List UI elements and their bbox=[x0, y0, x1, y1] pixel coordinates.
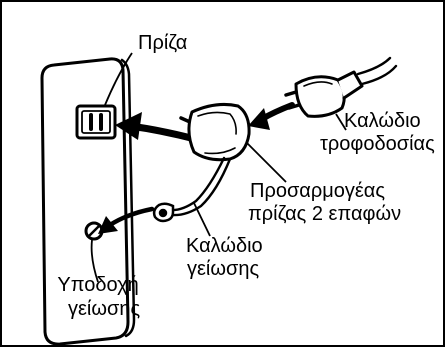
ground-terminal-label-line1: Υποδοχή bbox=[57, 274, 139, 296]
ground-terminal-label: Υποδοχή γείωσης bbox=[56, 274, 140, 327]
ground-terminal-label-line2: γείωσης bbox=[68, 298, 141, 320]
ground-cable-label: Καλώδιο γείωσης bbox=[186, 235, 263, 291]
outlet-leader-line bbox=[104, 52, 133, 106]
ground-ring-terminal-icon bbox=[152, 202, 175, 223]
ground-screw-icon bbox=[84, 221, 104, 241]
ground-terminal-leader-line bbox=[90, 239, 99, 283]
ground-cable-label-line2: γείωσης bbox=[187, 258, 260, 280]
adapter-leader-line bbox=[245, 141, 287, 183]
two-prong-adapter-icon bbox=[177, 103, 251, 162]
power-cable-label-line2: τροφοδοσίας bbox=[320, 133, 435, 155]
adapter-label-line2: πρίζας 2 επαφών bbox=[248, 203, 402, 225]
adapter-label-line1: Προσαρμογέας bbox=[250, 180, 385, 202]
ground-cable-leader-line bbox=[193, 202, 211, 237]
power-plug-icon bbox=[284, 70, 364, 118]
ground-cable-label-line1: Καλώδιο bbox=[186, 235, 263, 257]
power-cable-label-line1: Καλώδιο bbox=[344, 110, 421, 132]
outlet-label-text: Πρίζα bbox=[138, 32, 188, 54]
arrow-left-icon bbox=[248, 102, 295, 130]
power-cable bbox=[356, 56, 398, 86]
power-cable-leader-line bbox=[335, 113, 347, 131]
power-cable-label: Καλώδιο τροφοδοσίας bbox=[320, 110, 435, 156]
ground-cable bbox=[168, 156, 232, 217]
outlet-label: Πρίζα bbox=[138, 32, 187, 55]
adapter-label: Προσαρμογέας πρίζας 2 επαφών bbox=[248, 180, 402, 226]
wall-outlet-icon bbox=[75, 104, 117, 140]
